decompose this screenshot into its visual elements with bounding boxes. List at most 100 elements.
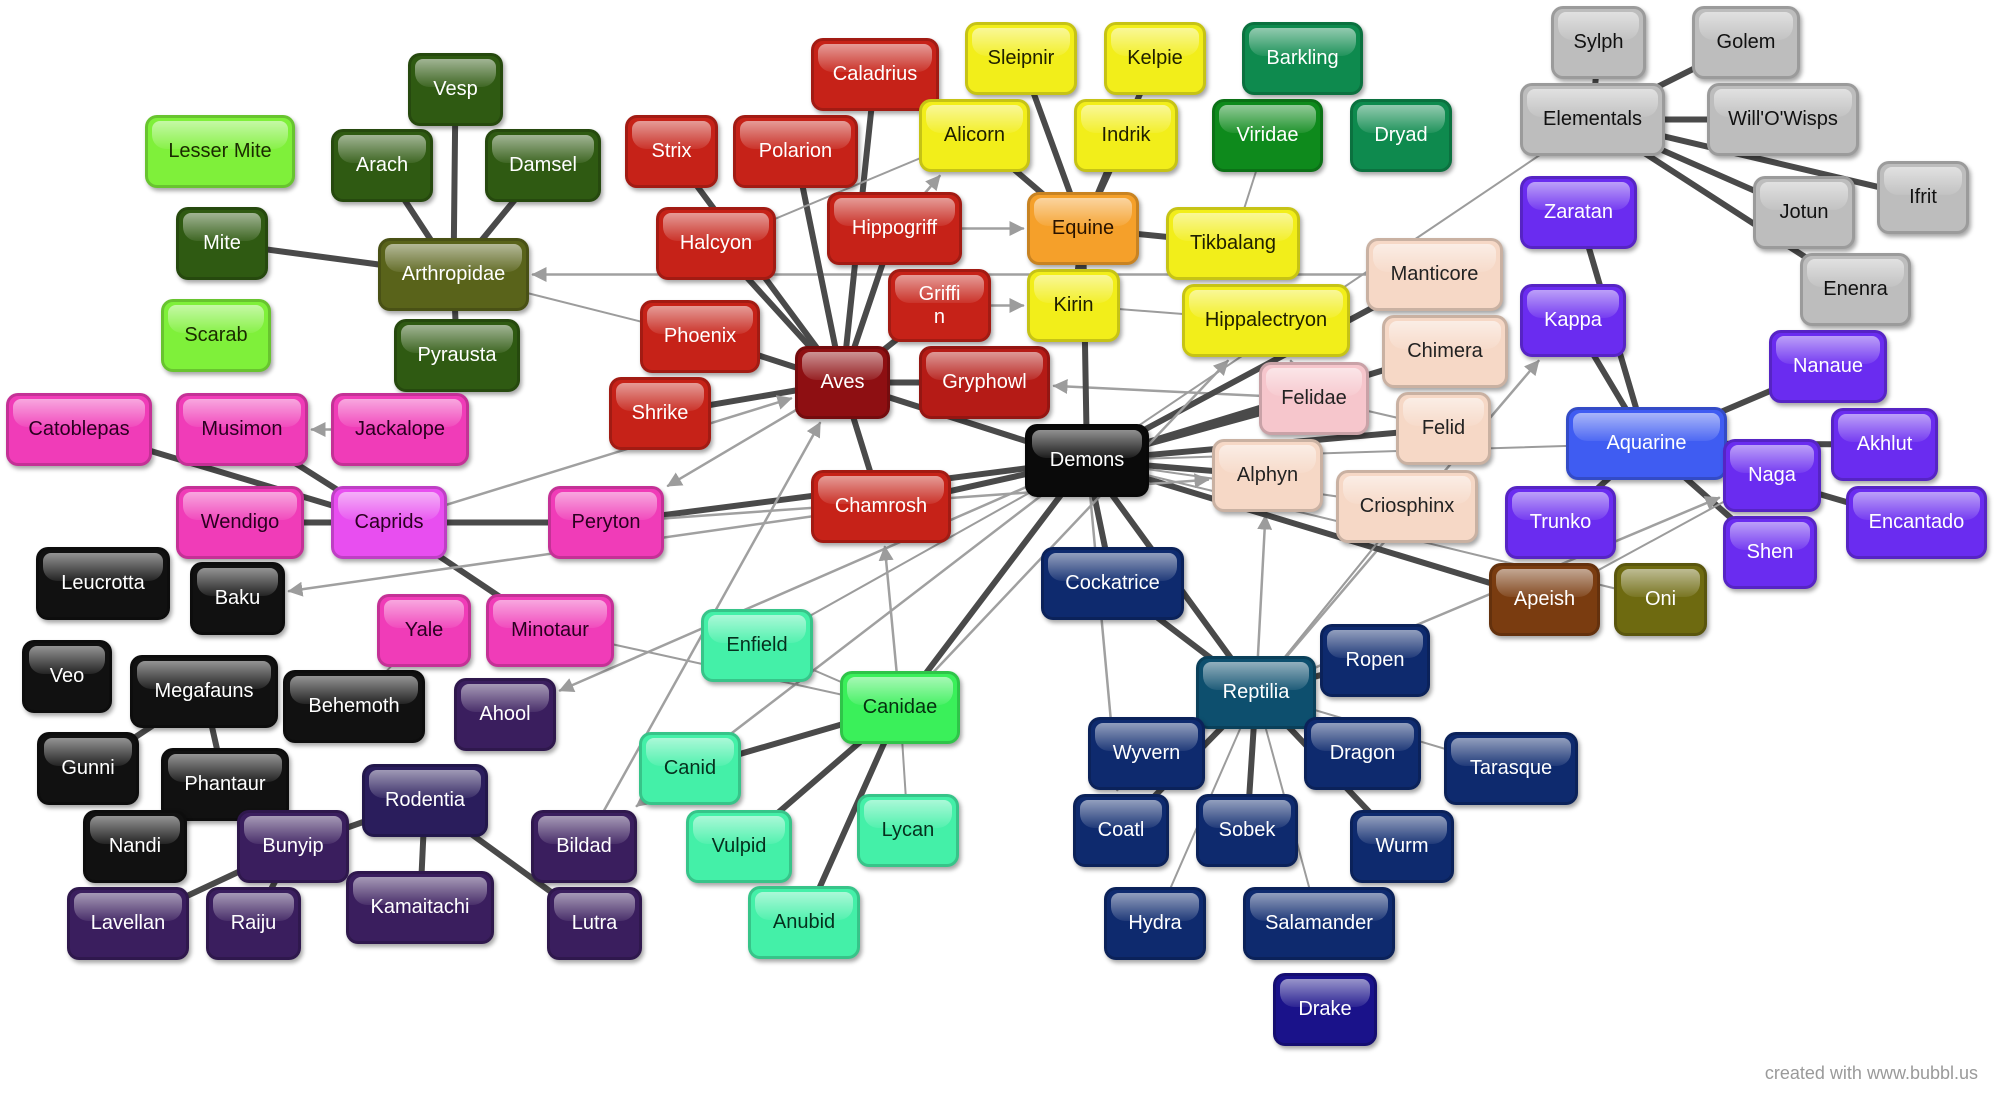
node-felid[interactable]: Felid [1396, 392, 1491, 465]
node-wendigo[interactable]: Wendigo [176, 486, 304, 559]
node-canid[interactable]: Canid [639, 732, 741, 805]
node-mite[interactable]: Mite [176, 207, 268, 280]
node-strix[interactable]: Strix [625, 115, 718, 188]
node-nandi[interactable]: Nandi [83, 810, 187, 883]
node-enenra[interactable]: Enenra [1800, 253, 1911, 326]
node-megafauns[interactable]: Megafauns [130, 655, 278, 728]
node-kappa[interactable]: Kappa [1520, 284, 1626, 357]
node-raiju[interactable]: Raiju [206, 887, 301, 960]
node-kelpie[interactable]: Kelpie [1104, 22, 1206, 95]
node-peryton[interactable]: Peryton [548, 486, 664, 559]
node-encantado[interactable]: Encantado [1846, 486, 1987, 559]
node-rodentia[interactable]: Rodentia [362, 764, 488, 837]
node-elementals[interactable]: Elementals [1520, 83, 1665, 156]
node-alphyn[interactable]: Alphyn [1212, 439, 1323, 512]
node-alicorn[interactable]: Alicorn [919, 99, 1030, 172]
node-dryad[interactable]: Dryad [1350, 99, 1452, 172]
node-canidae[interactable]: Canidae [840, 671, 960, 744]
node-oni[interactable]: Oni [1614, 563, 1707, 636]
node-arthropidae[interactable]: Arthropidae [378, 238, 529, 311]
node-wurm[interactable]: Wurm [1350, 810, 1454, 883]
node-willowisps[interactable]: Will'O'Wisps [1707, 83, 1859, 156]
node-veo[interactable]: Veo [22, 640, 112, 713]
node-apeish[interactable]: Apeish [1489, 563, 1600, 636]
node-yale[interactable]: Yale [377, 594, 471, 667]
node-lutra[interactable]: Lutra [547, 887, 642, 960]
node-naga[interactable]: Naga [1723, 439, 1821, 512]
node-reptilia[interactable]: Reptilia [1196, 656, 1316, 729]
node-criosphinx[interactable]: Criosphinx [1336, 470, 1478, 543]
node-lycan[interactable]: Lycan [857, 794, 959, 867]
node-enfield[interactable]: Enfield [701, 609, 813, 682]
node-equine[interactable]: Equine [1027, 192, 1139, 265]
node-behemoth[interactable]: Behemoth [283, 670, 425, 743]
node-dragon[interactable]: Dragon [1304, 717, 1421, 790]
node-lessermite[interactable]: Lesser Mite [145, 115, 295, 188]
node-wyvern[interactable]: Wyvern [1088, 717, 1205, 790]
node-ropen[interactable]: Ropen [1320, 624, 1430, 697]
node-label: Behemoth [308, 695, 400, 717]
node-arach[interactable]: Arach [331, 129, 433, 202]
node-minotaur[interactable]: Minotaur [486, 594, 614, 667]
node-sleipnir[interactable]: Sleipnir [965, 22, 1077, 95]
node-anubid[interactable]: Anubid [748, 886, 860, 959]
node-bunyip[interactable]: Bunyip [237, 810, 349, 883]
node-golem[interactable]: Golem [1692, 6, 1800, 79]
node-demons[interactable]: Demons [1025, 424, 1149, 497]
node-zaratan[interactable]: Zaratan [1520, 176, 1637, 249]
node-ifrit[interactable]: Ifrit [1877, 161, 1969, 234]
node-baku[interactable]: Baku [190, 562, 285, 635]
node-leucrotta[interactable]: Leucrotta [36, 547, 170, 620]
node-tarasque[interactable]: Tarasque [1444, 732, 1578, 805]
node-viridae[interactable]: Viridae [1212, 99, 1323, 172]
node-felidae[interactable]: Felidae [1259, 362, 1369, 435]
node-shrike[interactable]: Shrike [609, 377, 711, 450]
node-scarab[interactable]: Scarab [161, 299, 271, 372]
node-musimon[interactable]: Musimon [176, 393, 308, 466]
node-jackalope[interactable]: Jackalope [331, 393, 469, 466]
node-pyrausta[interactable]: Pyrausta [394, 319, 520, 392]
node-akhlut[interactable]: Akhlut [1831, 408, 1938, 481]
node-hippogriff[interactable]: Hippogriff [827, 192, 962, 265]
node-salamander[interactable]: Salamander [1243, 887, 1395, 960]
node-kirin[interactable]: Kirin [1027, 269, 1120, 342]
node-coatl[interactable]: Coatl [1073, 794, 1169, 867]
node-hippalectryon[interactable]: Hippalectryon [1182, 284, 1350, 357]
node-ahool[interactable]: Ahool [454, 678, 556, 751]
node-gunni[interactable]: Gunni [37, 732, 139, 805]
node-aves[interactable]: Aves [795, 346, 890, 419]
node-chimera[interactable]: Chimera [1382, 315, 1508, 388]
node-jotun[interactable]: Jotun [1753, 176, 1855, 249]
node-tikbalang[interactable]: Tikbalang [1166, 207, 1300, 280]
node-lavellan[interactable]: Lavellan [67, 887, 189, 960]
node-chamrosh[interactable]: Chamrosh [811, 470, 951, 543]
node-vesp[interactable]: Vesp [408, 53, 503, 126]
node-barkling[interactable]: Barkling [1242, 22, 1363, 95]
node-aquarine[interactable]: Aquarine [1566, 407, 1727, 480]
node-sobek[interactable]: Sobek [1196, 794, 1298, 867]
node-hydra[interactable]: Hydra [1104, 887, 1206, 960]
node-kamaitachi[interactable]: Kamaitachi [346, 871, 494, 944]
node-drake[interactable]: Drake [1273, 973, 1377, 1046]
node-shen[interactable]: Shen [1723, 516, 1817, 589]
node-sylph[interactable]: Sylph [1551, 6, 1646, 79]
credit-text[interactable]: created with www.bubbl.us [1764, 1063, 1978, 1083]
node-nanaue[interactable]: Nanaue [1769, 330, 1887, 403]
node-griffin[interactable]: Griffi n [888, 269, 991, 342]
node-gryphowl[interactable]: Gryphowl [919, 346, 1050, 419]
node-catoblepas[interactable]: Catoblepas [6, 393, 152, 466]
node-caprids[interactable]: Caprids [331, 486, 447, 559]
node-manticore[interactable]: Manticore [1366, 238, 1503, 311]
node-bildad[interactable]: Bildad [531, 810, 637, 883]
node-trunko[interactable]: Trunko [1505, 486, 1616, 559]
node-indrik[interactable]: Indrik [1074, 99, 1178, 172]
node-vulpid[interactable]: Vulpid [686, 810, 792, 883]
node-halcyon[interactable]: Halcyon [656, 207, 776, 280]
node-damsel[interactable]: Damsel [485, 129, 601, 202]
node-cockatrice[interactable]: Cockatrice [1041, 547, 1184, 620]
node-caladrius[interactable]: Caladrius [811, 38, 939, 111]
node-polarion[interactable]: Polarion [733, 115, 858, 188]
node-phantaur[interactable]: Phantaur [161, 748, 289, 821]
node-phoenix[interactable]: Phoenix [640, 300, 760, 373]
